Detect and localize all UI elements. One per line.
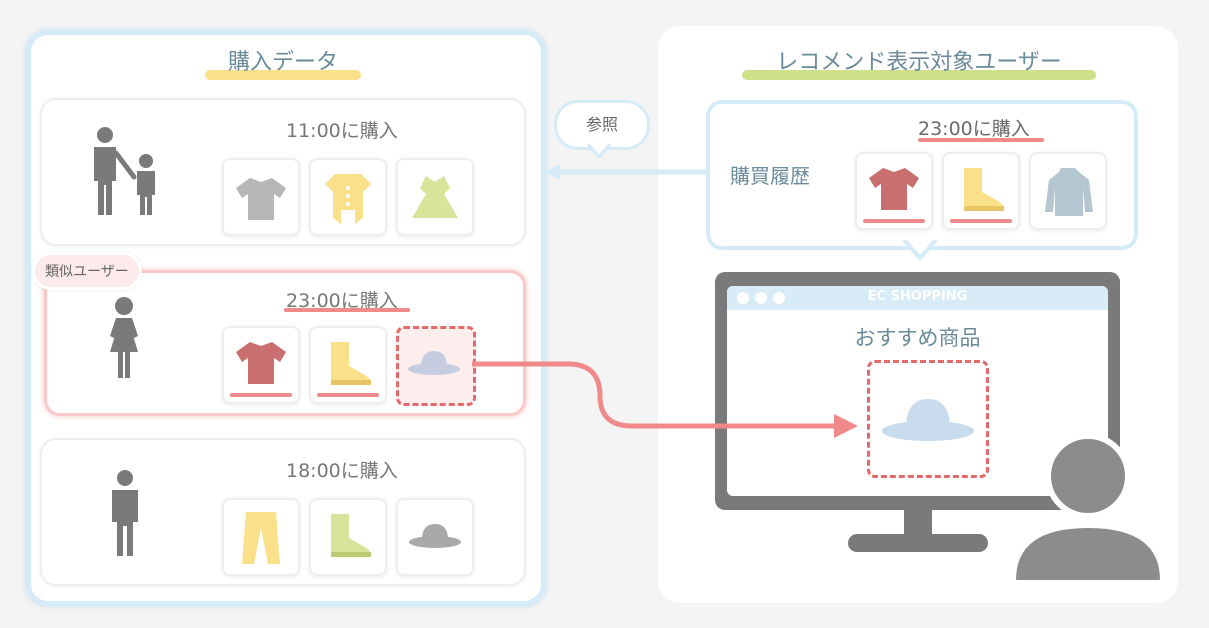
reference-arrow bbox=[544, 164, 708, 180]
title-underline bbox=[205, 70, 361, 80]
history-item-boots bbox=[942, 152, 1020, 230]
hat-icon bbox=[409, 524, 461, 548]
item-underline bbox=[230, 393, 292, 397]
boots-icon bbox=[331, 342, 371, 385]
woman-icon bbox=[110, 297, 138, 378]
bubble-tail bbox=[902, 240, 938, 262]
site-name: EC SHOPPING bbox=[867, 289, 968, 304]
window-dot bbox=[755, 292, 767, 304]
monitor: EC SHOPPING おすすめ商品 bbox=[715, 272, 1120, 510]
monitor-stand bbox=[848, 508, 988, 552]
recommend-arrow bbox=[472, 361, 858, 438]
item-pants bbox=[222, 498, 300, 576]
parent-child-icon bbox=[94, 127, 155, 215]
recommend-target-title: レコメンド表示対象ユーザー bbox=[776, 50, 1062, 75]
boots-icon bbox=[331, 514, 371, 557]
hat-icon bbox=[882, 399, 974, 441]
purchase-data-title: 購入データ bbox=[227, 50, 338, 75]
item-hat bbox=[396, 498, 474, 576]
item-underline bbox=[950, 219, 1012, 223]
hat-icon bbox=[408, 351, 460, 375]
item-boots bbox=[309, 498, 387, 576]
item-tshirt bbox=[222, 158, 300, 236]
item-dress bbox=[396, 158, 474, 236]
window-dot bbox=[773, 292, 785, 304]
history-purchase-time: 23:00に購入 bbox=[918, 118, 1030, 140]
sweater-icon bbox=[1045, 168, 1093, 216]
tshirt-icon bbox=[236, 178, 286, 220]
pants-icon bbox=[242, 512, 280, 564]
item-boots bbox=[309, 326, 387, 404]
man-icon bbox=[112, 470, 138, 556]
item-hat-highlighted bbox=[396, 326, 476, 406]
recommended-products-title: おすすめ商品 bbox=[854, 326, 981, 350]
tshirt-icon bbox=[869, 168, 919, 210]
baby-romper-icon bbox=[325, 174, 371, 224]
purchase-time-2: 23:00に購入 bbox=[286, 290, 398, 312]
window-dot bbox=[737, 292, 749, 304]
dress-icon bbox=[412, 176, 458, 218]
tshirt-icon bbox=[236, 342, 286, 384]
purchase-history-label: 購買履歴 bbox=[730, 164, 810, 188]
recommended-item bbox=[867, 360, 989, 478]
item-underline bbox=[863, 219, 925, 223]
purchase-time-3: 18:00に購入 bbox=[286, 460, 398, 482]
item-underline bbox=[317, 393, 379, 397]
purchase-time-1: 11:00に購入 bbox=[286, 120, 398, 142]
similar-user-badge: 類似ユーザー bbox=[32, 252, 142, 290]
item-tshirt bbox=[222, 326, 300, 404]
history-item-tshirt bbox=[855, 152, 933, 230]
reference-bubble: 参照 bbox=[554, 100, 650, 150]
history-item-sweater bbox=[1029, 152, 1107, 230]
boots-icon bbox=[964, 168, 1004, 211]
time-underline bbox=[918, 138, 1044, 142]
time-underline bbox=[284, 308, 410, 312]
bubble-tail bbox=[586, 144, 612, 160]
viewer-person-icon bbox=[1016, 433, 1160, 580]
item-baby-romper bbox=[309, 158, 387, 236]
browser-bar: EC SHOPPING bbox=[727, 286, 1108, 310]
title-underline bbox=[742, 70, 1096, 80]
browser-screen: EC SHOPPING おすすめ商品 bbox=[727, 286, 1108, 496]
